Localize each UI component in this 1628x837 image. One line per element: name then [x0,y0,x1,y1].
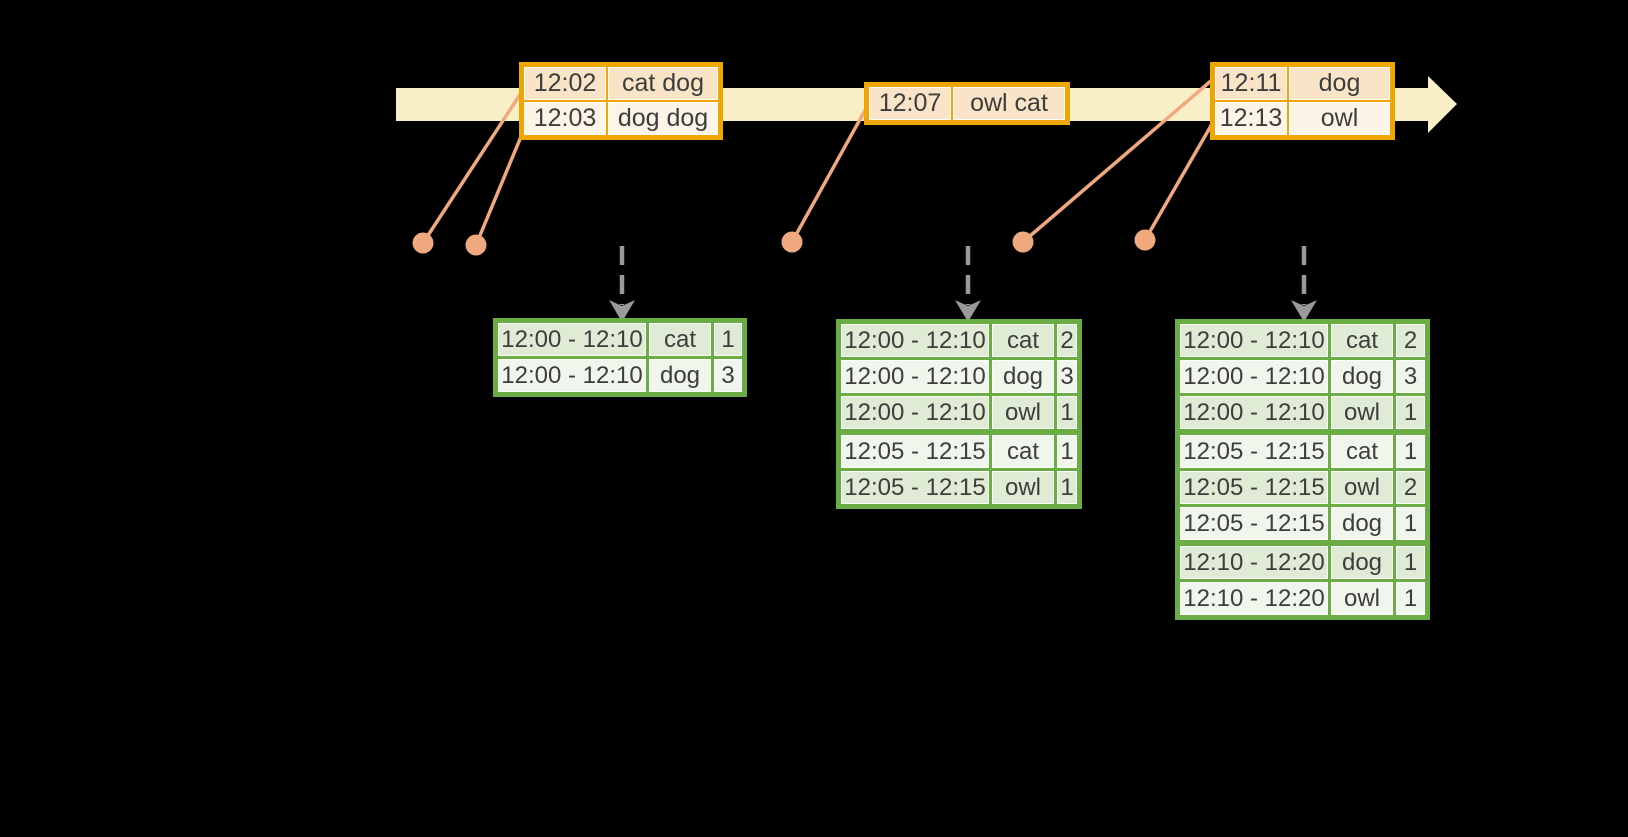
trigger-arrow-head [955,300,981,322]
event-time: 12:13 [1215,102,1287,135]
result-count: 1 [1057,471,1077,504]
result-count: 1 [1396,546,1425,579]
result-count: 3 [1396,360,1425,393]
event-time: 12:02 [524,67,606,100]
result-window: 12:05 - 12:15 [1180,435,1328,468]
result-word: cat [1331,435,1393,468]
result-row: 12:10 - 12:20 dog 1 [1180,546,1425,579]
result-row: 12:00 - 12:10 dog 3 [498,359,742,392]
result-count: 1 [714,323,742,356]
result-word: dog [1331,360,1393,393]
result-table-3: 12:00 - 12:10 cat 2 12:00 - 12:10 dog 3 … [1175,319,1430,620]
result-count: 2 [1057,324,1077,357]
event-dot [781,231,803,253]
result-word: owl [1331,471,1393,504]
result-row: 12:05 - 12:15 cat 1 [1180,435,1425,468]
result-row: 12:10 - 12:20 owl 1 [1180,582,1425,615]
result-row: 12:00 - 12:10 owl 1 [1180,396,1425,429]
result-row: 12:00 - 12:10 cat 2 [1180,324,1425,357]
result-row: 12:00 - 12:10 cat 2 [841,324,1077,357]
event-words: owl cat [953,87,1065,120]
result-count: 2 [1396,324,1425,357]
trigger-arrow-head [609,300,635,322]
result-window: 12:10 - 12:20 [1180,582,1328,615]
result-word: owl [1331,582,1393,615]
result-count: 3 [714,359,742,392]
result-word: dog [1331,546,1393,579]
result-row: 12:00 - 12:10 dog 3 [841,360,1077,393]
result-window: 12:00 - 12:10 [498,359,646,392]
result-count: 1 [1396,582,1425,615]
result-word: owl [992,396,1054,429]
event-connector-line [474,126,527,246]
result-count: 1 [1396,435,1425,468]
event-dot [1134,229,1156,251]
event-time: 12:11 [1215,67,1287,100]
result-word: cat [1331,324,1393,357]
trigger-arrow-head [1291,300,1317,322]
timeline-arrowhead [1428,76,1457,133]
result-word: owl [992,471,1054,504]
result-table-2: 12:00 - 12:10 cat 2 12:00 - 12:10 dog 3 … [836,319,1082,509]
result-table-1: 12:00 - 12:10 cat 1 12:00 - 12:10 dog 3 [493,318,747,397]
event-words: cat dog [608,67,718,100]
result-row: 12:00 - 12:10 cat 1 [498,323,742,356]
event-row: 12:02 cat dog [524,67,718,100]
result-count: 1 [1057,396,1077,429]
result-window: 12:00 - 12:10 [1180,396,1328,429]
result-count: 3 [1057,360,1077,393]
result-window: 12:05 - 12:15 [1180,507,1328,540]
event-connector-line [421,89,525,244]
event-box-12-07: 12:07 owl cat [864,82,1070,125]
result-window: 12:10 - 12:20 [1180,546,1328,579]
event-row: 12:07 owl cat [869,87,1065,120]
result-window: 12:05 - 12:15 [841,471,989,504]
result-window: 12:00 - 12:10 [498,323,646,356]
result-row: 12:05 - 12:15 owl 2 [1180,471,1425,504]
event-connector-line [1021,78,1214,244]
result-word: dog [1331,507,1393,540]
event-box-12-02-12-03: 12:02 cat dog 12:03 dog dog [519,62,723,140]
result-window: 12:05 - 12:15 [841,435,989,468]
result-word: cat [992,435,1054,468]
result-count: 1 [1396,396,1425,429]
result-window: 12:00 - 12:10 [841,324,989,357]
result-word: cat [649,323,711,356]
event-dot [1012,231,1034,253]
result-row: 12:00 - 12:10 owl 1 [841,396,1077,429]
result-word: owl [1331,396,1393,429]
event-time: 12:03 [524,102,606,135]
result-window: 12:00 - 12:10 [841,360,989,393]
event-row: 12:03 dog dog [524,102,718,135]
result-window: 12:05 - 12:15 [1180,471,1328,504]
event-box-12-11-12-13: 12:11 dog 12:13 owl [1210,62,1395,140]
result-count: 1 [1057,435,1077,468]
result-row: 12:00 - 12:10 dog 3 [1180,360,1425,393]
result-count: 1 [1396,507,1425,540]
event-row: 12:11 dog [1215,67,1390,100]
result-window: 12:00 - 12:10 [1180,360,1328,393]
result-row: 12:05 - 12:15 owl 1 [841,471,1077,504]
event-row: 12:13 owl [1215,102,1390,135]
event-connector-line [1143,123,1214,241]
result-row: 12:05 - 12:15 cat 1 [841,435,1077,468]
event-words: owl [1289,102,1390,135]
event-words: dog [1289,67,1390,100]
event-connector-line [790,104,870,243]
result-word: dog [992,360,1054,393]
result-count: 2 [1396,471,1425,504]
result-row: 12:05 - 12:15 dog 1 [1180,507,1425,540]
result-word: dog [649,359,711,392]
event-dot [412,232,434,254]
result-window: 12:00 - 12:10 [1180,324,1328,357]
event-time: 12:07 [869,87,951,120]
event-dot [465,234,487,256]
event-words: dog dog [608,102,718,135]
result-window: 12:00 - 12:10 [841,396,989,429]
result-word: cat [992,324,1054,357]
